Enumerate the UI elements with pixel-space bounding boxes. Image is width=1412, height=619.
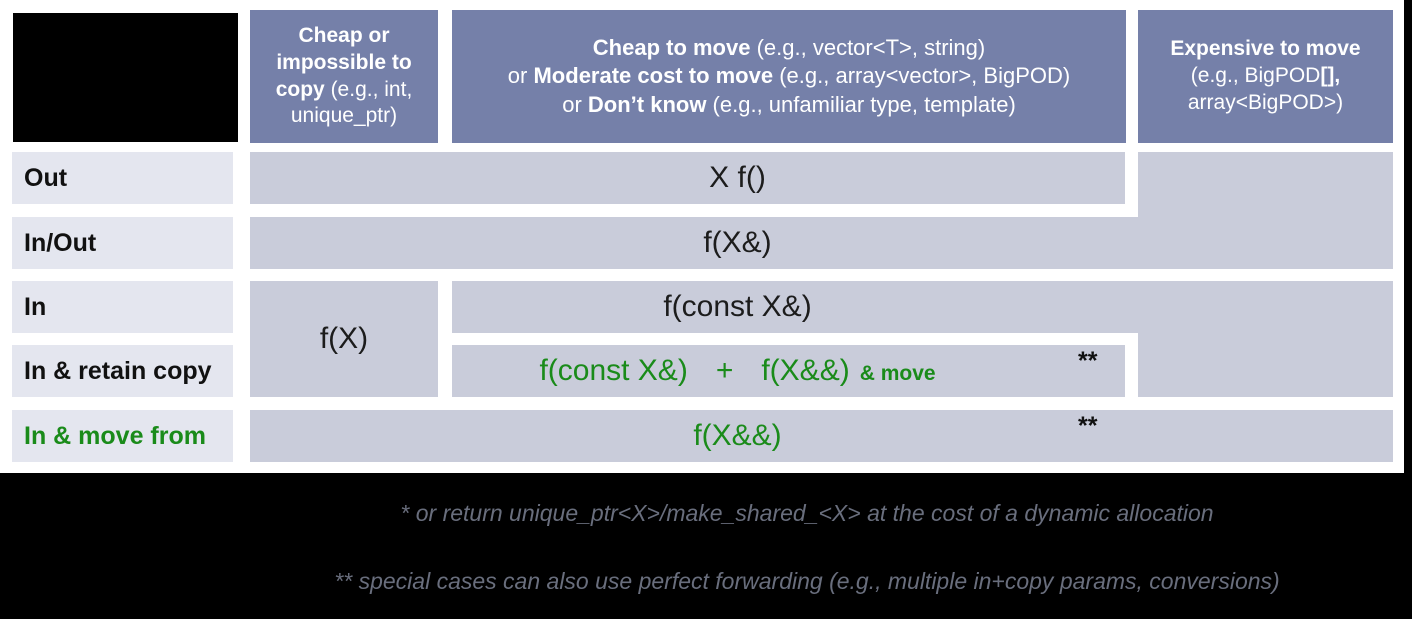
- header-regular-text: or: [507, 63, 534, 89]
- formula-text: f(X&): [703, 226, 772, 259]
- formula-in-cheap-copy: f(X): [250, 281, 438, 397]
- cell-in-col1-merged-down: [250, 281, 438, 397]
- col-header-cheap-or-impossible-to-copy: Cheap or impossible to copy (e.g., int, …: [250, 10, 438, 143]
- header-bold-text: Don’t know: [587, 91, 707, 117]
- header-regular-text: (e.g., unfamiliar type, template): [706, 91, 1016, 117]
- row-header-label: In/Out: [24, 228, 97, 257]
- header-line-2: (e.g., BigPOD[],: [1170, 63, 1360, 90]
- footnote-dynamic-allocation: * or return unique_ptr<X>/make_shared_<X…: [400, 500, 1214, 526]
- cell-in-retain-copy-col2: [452, 345, 1125, 397]
- col-header-text: Expensive to move (e.g., BigPOD[], array…: [1170, 36, 1360, 117]
- row-header-out: Out: [12, 152, 233, 204]
- formula-text-green: f(const X&): [539, 354, 688, 387]
- col-header-cheap-to-move: Cheap to move (e.g., vector<T>, string) …: [452, 10, 1126, 143]
- col-header-text: Cheap to move (e.g., vector<T>, string) …: [508, 34, 1070, 118]
- cell-inout-span-all: [250, 217, 1393, 269]
- cell-in-move-from-span-all: [250, 410, 1393, 462]
- header-bold-text: Expensive to move: [1170, 37, 1361, 61]
- row-header-label: In & retain copy: [24, 356, 212, 385]
- formula-out: X f(): [250, 152, 1225, 204]
- header-regular-text: (e.g., array<vector>, BigPOD): [773, 63, 1071, 89]
- header-bold-text: Moderate cost to move: [533, 63, 774, 89]
- double-asterisk-marker-move: **: [1078, 412, 1138, 441]
- header-regular-text: array<BigPOD>): [1187, 90, 1344, 114]
- cell-out-span-col1-col2: [250, 152, 1125, 204]
- row-header-in: In: [12, 281, 233, 333]
- row-header-in-out: In/Out: [12, 217, 233, 269]
- formula-text: X f(): [709, 161, 766, 194]
- header-regular-text: (e.g., int, unique_ptr): [290, 77, 413, 128]
- row-header-label: In & move from: [24, 421, 206, 450]
- header-bold-text: [],: [1320, 64, 1341, 88]
- formula-in: f(const X&): [250, 281, 1225, 333]
- formula-text-green: f(X&&): [761, 354, 850, 387]
- formula-in-retain-copy: f(const X&) + f(X&&) & move: [250, 345, 1225, 397]
- col-header-expensive-to-move: Expensive to move (e.g., BigPOD[], array…: [1138, 10, 1393, 143]
- header-line-1: Expensive to move: [1170, 36, 1360, 63]
- row-header-in-move-from: In & move from: [12, 410, 233, 462]
- and-move-suffix: & move: [859, 361, 936, 385]
- header-line-1: Cheap to move (e.g., vector<T>, string): [508, 34, 1070, 62]
- col-header-text: Cheap or impossible to copy (e.g., int, …: [258, 23, 430, 131]
- row-header-label: In: [24, 292, 47, 321]
- header-bold-text: Cheap to move: [592, 35, 751, 61]
- header-regular-text: (e.g., vector<T>, string): [750, 35, 986, 61]
- cell-in-col3-merged-down: [1138, 281, 1393, 397]
- header-line-2: or Moderate cost to move (e.g., array<ve…: [508, 62, 1070, 90]
- formula-text: f(const X&): [663, 290, 812, 323]
- footnote-perfect-forwarding: ** special cases can also use perfect fo…: [334, 568, 1280, 594]
- marker-text: **: [1078, 347, 1098, 375]
- row-header-label: Out: [24, 163, 68, 192]
- plus-sign: +: [715, 354, 734, 387]
- corner-black-box: [13, 13, 238, 142]
- header-line-3: array<BigPOD>): [1170, 90, 1360, 117]
- header-regular-text: or: [562, 91, 588, 117]
- header-regular-text: (e.g., BigPOD: [1190, 64, 1321, 88]
- double-asterisk-marker-retain: **: [1078, 347, 1138, 376]
- header-line-3: or Don’t know (e.g., unfamiliar type, te…: [508, 91, 1070, 119]
- row-header-in-retain-copy: In & retain copy: [12, 345, 233, 397]
- formula-text-green: f(X&&): [693, 419, 782, 452]
- header-bold-text: Cheap or impossible to copy: [275, 23, 412, 101]
- marker-text: **: [1078, 412, 1098, 440]
- formula-text: f(X): [319, 322, 369, 355]
- formula-in-move-from: f(X&&): [250, 410, 1225, 462]
- formula-inout: f(X&): [250, 217, 1225, 269]
